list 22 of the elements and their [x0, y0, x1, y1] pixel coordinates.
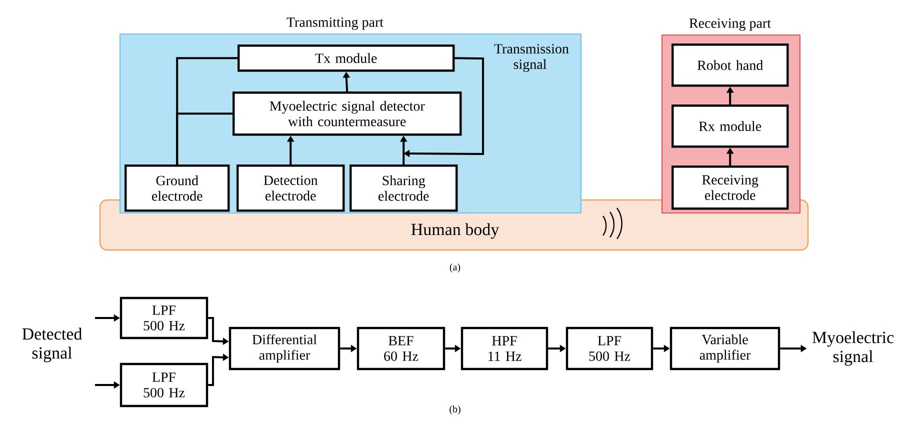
- filter-box: HPF 11 Hz: [460, 326, 548, 370]
- edge-label: Transmission signal: [493, 43, 569, 73]
- electrode-box: Sharing electrode: [350, 164, 458, 212]
- electrode-box: Ground electrode: [124, 164, 230, 212]
- caption: (a): [450, 263, 460, 273]
- caption: (b): [450, 405, 460, 415]
- filter-box: LPF 500 Hz: [566, 326, 654, 370]
- amplifier-box: Variable amplifier: [670, 326, 780, 370]
- input-label: Detected signal: [22, 328, 82, 362]
- process-box: Robot hand: [672, 44, 789, 87]
- electrode-box: Detection electrode: [236, 164, 345, 212]
- process-box: Myoelectric signal detector with countermeasure: [232, 92, 462, 136]
- node-label: Receiving part: [689, 18, 771, 31]
- process-box: Rx module: [672, 104, 789, 148]
- output-label: Myoelectric signal: [812, 331, 894, 366]
- node-label: Transmitting part: [286, 18, 384, 30]
- amplifier-box: Differential amplifier: [228, 326, 340, 370]
- filter-box: LPF 500 Hz: [120, 362, 208, 408]
- filter-box: LPF 500 Hz: [120, 296, 208, 340]
- filter-box: BEF 60 Hz: [356, 326, 446, 370]
- electrode-box: Receiving electrode: [672, 166, 789, 210]
- process-box: Tx module: [238, 44, 455, 72]
